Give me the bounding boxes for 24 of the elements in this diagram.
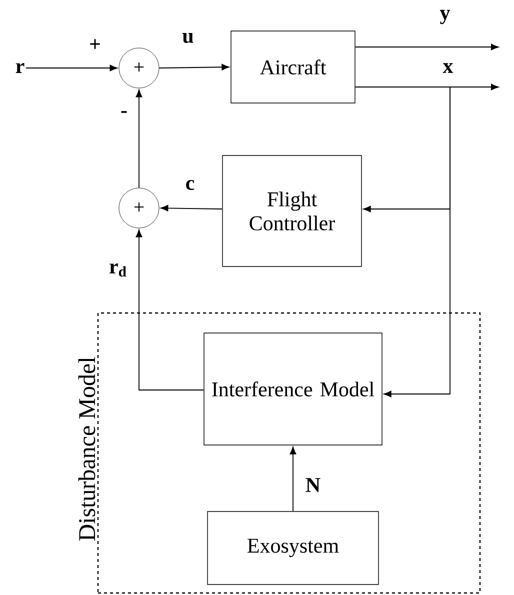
node-label: Disturbance Model <box>78 357 96 541</box>
edge-label: u <box>181 32 195 44</box>
arrow <box>354 44 499 50</box>
arrow <box>136 90 142 188</box>
signal-label: r <box>16 63 24 73</box>
edge-label: y <box>438 8 452 26</box>
arrow <box>136 230 204 390</box>
process-box: Interference Model <box>204 332 382 446</box>
sign-label: + <box>90 39 100 49</box>
process-box: Flight Controller <box>222 155 362 267</box>
arrow <box>354 86 450 398</box>
edge-label: N <box>304 477 322 493</box>
sign-label: - <box>121 111 127 113</box>
edge-label: r$_{d}$ <box>108 262 128 278</box>
arrow <box>25 64 118 72</box>
summing-junction: + <box>118 48 160 88</box>
arrow <box>160 205 223 212</box>
arrow <box>158 64 230 70</box>
arrow <box>290 446 296 512</box>
summing-junction: + <box>118 188 160 228</box>
process-box: Exosystem <box>207 511 379 585</box>
edge-label: c <box>184 178 196 192</box>
edge-label: x <box>442 62 454 74</box>
process-box: Aircraft <box>230 30 356 104</box>
